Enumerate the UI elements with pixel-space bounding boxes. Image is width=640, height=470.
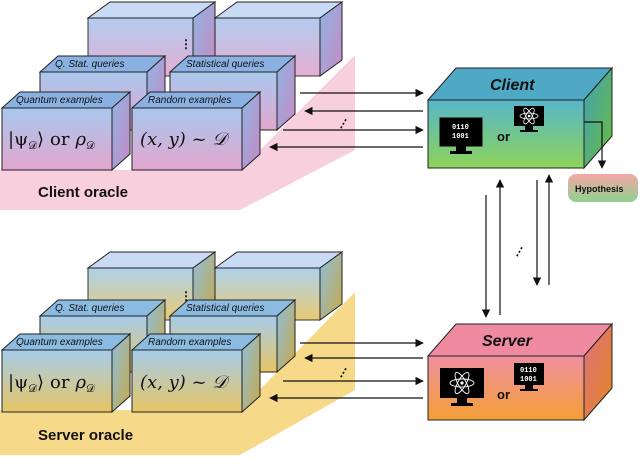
svg-text:1001: 1001 (452, 133, 469, 141)
svg-text:0110: 0110 (452, 124, 469, 132)
server-quantum-computer-icon (440, 368, 484, 406)
client-or-text: or (497, 129, 510, 144)
server-oracle: Server oracle ⋮ Q. Stat. queries Statist… (0, 251, 355, 455)
client-server-ellipsis: ⋮ (511, 242, 528, 260)
client-to-hypothesis-arrow (584, 121, 607, 169)
server-label: Server (482, 333, 533, 350)
server-random-formula: (x, y) ~ 𝒟 (140, 372, 230, 393)
client-random-examples-box: Random examples (x, y) ~ 𝒟 (130, 90, 262, 172)
client-quantum-examples-label: Quantum examples (16, 95, 103, 106)
hypothesis-label: Hypothesis (575, 184, 624, 194)
client-label: Client (490, 77, 535, 94)
svg-text:1001: 1001 (520, 376, 537, 384)
server-node: Server or 0110 1001 (426, 322, 614, 422)
client-back-ellipsis: ⋮ (180, 37, 192, 51)
client-random-formula: (x, y) ~ 𝒟 (140, 129, 230, 150)
client-oracle-platform: Client oracle (0, 55, 355, 210)
client-random-examples-label: Random examples (148, 95, 231, 106)
client-q-stat-queries-label: Q. Stat. queries (55, 59, 124, 70)
client-oracle: Client oracle ⋮ Q. Stat. queries Statist… (0, 1, 355, 210)
client-back-box-right (213, 1, 344, 77)
server-random-examples-label: Random examples (148, 337, 231, 348)
server-q-stat-queries-label: Q. Stat. queries (55, 303, 124, 314)
server-random-examples-box: Random examples (x, y) ~ 𝒟 (130, 332, 262, 414)
server-statistical-queries-label: Statistical queries (186, 303, 264, 314)
client-classical-computer-icon: 0110 1001 (439, 117, 483, 154)
hypothesis-box: Hypothesis (568, 174, 638, 202)
server-oracle-label: Server oracle (38, 427, 133, 444)
client-quantum-computer-icon (514, 106, 544, 132)
client-server-arrows: ⋮ (481, 174, 554, 318)
svg-text:0110: 0110 (520, 367, 537, 375)
server-oracle-platform: Server oracle (0, 292, 355, 455)
client-node: Client 0110 1001 or (426, 66, 614, 170)
server-classical-computer-icon: 0110 1001 (514, 363, 544, 391)
client-oracle-label: Client oracle (38, 184, 128, 201)
server-quantum-examples-label: Quantum examples (16, 337, 103, 348)
server-or-text: or (497, 387, 510, 402)
client-statistical-queries-label: Statistical queries (186, 59, 264, 70)
